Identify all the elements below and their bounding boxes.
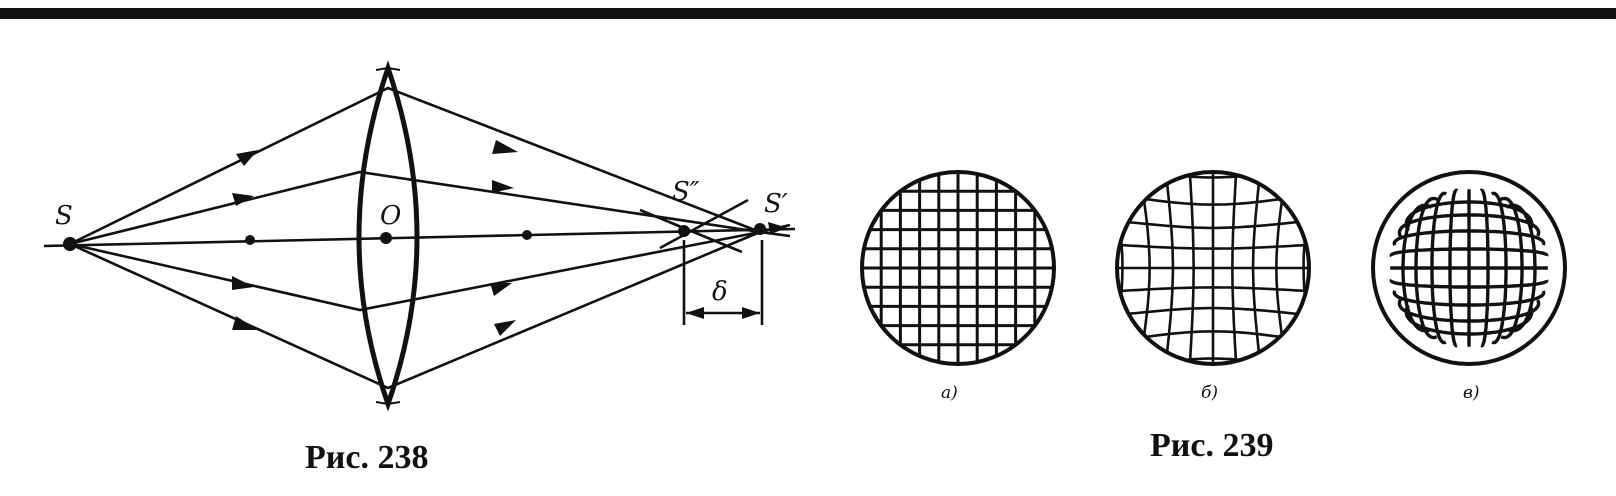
grid-line-vertical <box>1251 172 1273 364</box>
arrow <box>492 180 514 193</box>
figure-239: а) б) в) Рис. 239 <box>860 170 1567 464</box>
panel-b-label: б) <box>1201 383 1218 403</box>
ray-cross-down <box>639 208 743 254</box>
grid-line-horizontal <box>1117 330 1309 360</box>
grid-line-horizontal <box>1117 208 1309 230</box>
arrow <box>232 316 258 330</box>
grid-line-horizontal <box>1117 176 1309 206</box>
ray-cross-up <box>659 198 749 250</box>
lens-center-point <box>380 232 392 244</box>
ray-paraxial-top <box>69 170 791 246</box>
image-point-far <box>754 223 766 235</box>
focal-point-left <box>245 235 255 245</box>
label-image-near: S″ <box>672 177 700 207</box>
grid-line-horizontal <box>1117 357 1309 364</box>
panel-a-label: а) <box>941 383 958 403</box>
arrow <box>490 283 512 296</box>
ray-marginal-bottom <box>69 230 761 390</box>
ray-arrows <box>232 140 788 336</box>
panel-c-barrel-grid: в) <box>1371 170 1567 403</box>
grid-line-vertical <box>1490 191 1508 345</box>
panel-a-square-grid: а) <box>860 170 1056 403</box>
grid-line-vertical <box>1302 172 1309 364</box>
grid-line-horizontal <box>1404 304 1534 336</box>
delta-dimension <box>682 240 764 325</box>
arrow <box>232 193 254 206</box>
arrow <box>236 150 258 166</box>
source-point <box>63 237 77 251</box>
ray-marginal-top <box>69 86 761 246</box>
grid-line-horizontal <box>1117 286 1309 298</box>
grid-line-vertical <box>1153 172 1175 364</box>
figure-238: S O S″ S′ δ Рис. 238 <box>43 60 796 476</box>
label-source: S <box>55 201 73 231</box>
arrow <box>232 276 254 290</box>
grid-line-vertical <box>1183 172 1195 364</box>
image-point-near <box>678 225 690 237</box>
arrow <box>492 140 518 154</box>
grid-line-vertical <box>1231 172 1243 364</box>
grid-line-vertical <box>1275 172 1305 364</box>
caption-238: Рис. 238 <box>305 439 428 476</box>
panel-c-label: в) <box>1463 383 1480 403</box>
arrow <box>494 320 516 336</box>
grid-line-vertical <box>1121 172 1151 364</box>
caption-239: Рис. 239 <box>1150 427 1273 464</box>
label-center: O <box>380 201 401 231</box>
lens <box>356 60 420 412</box>
panel-b-pincushion-grid: б) <box>1115 170 1311 403</box>
grid-line-horizontal <box>1117 306 1309 328</box>
top-rule <box>0 8 1616 19</box>
arrow <box>768 222 788 234</box>
axis-points <box>63 223 766 251</box>
grid-line-horizontal <box>1117 238 1309 250</box>
label-image-far: S′ <box>764 189 788 219</box>
focal-point-right <box>522 230 532 240</box>
grid-line-horizontal <box>1392 289 1546 307</box>
grid-line-vertical <box>1479 188 1490 348</box>
grid-line-horizontal <box>1389 278 1549 289</box>
label-delta: δ <box>712 277 728 307</box>
